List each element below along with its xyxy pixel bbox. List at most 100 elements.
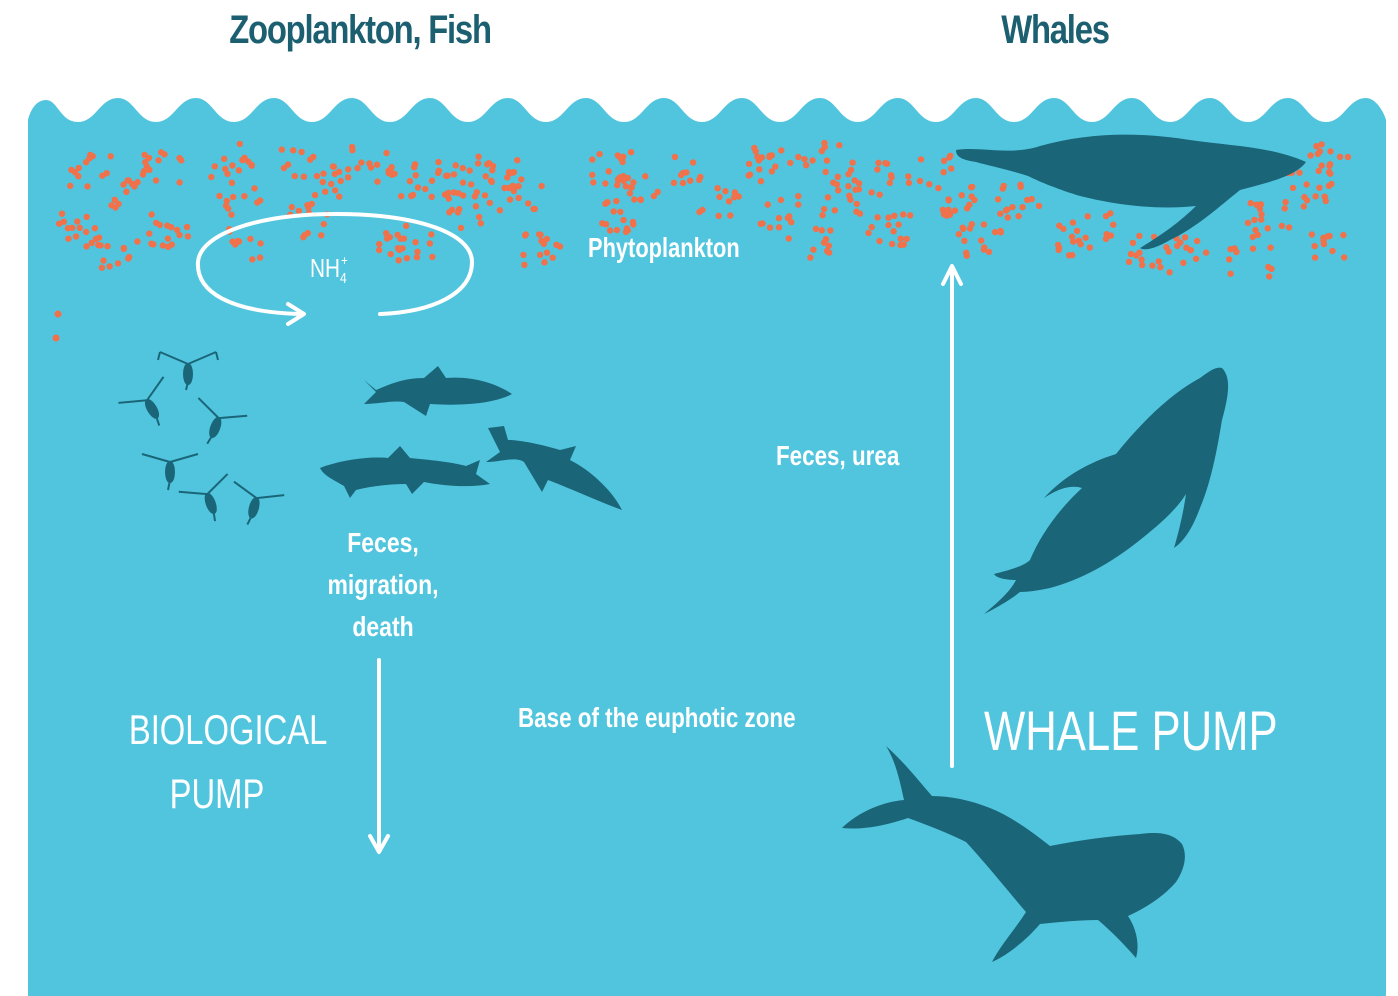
plankton-dot: [1329, 248, 1335, 254]
plankton-dot: [387, 234, 393, 240]
plankton-dot: [1126, 259, 1132, 265]
plankton-dot: [345, 166, 351, 172]
plankton-dot: [1193, 256, 1199, 262]
plankton-dot: [947, 153, 953, 159]
plankton-dot: [1327, 171, 1333, 177]
plankton-dot: [174, 227, 180, 233]
plankton-dot: [1290, 185, 1296, 191]
plankton-dot: [1110, 222, 1116, 228]
plankton-dot: [249, 256, 255, 262]
plankton-dot: [123, 189, 129, 195]
plankton-dot: [956, 231, 962, 237]
plankton-dot: [964, 205, 970, 211]
plankton-dot: [216, 193, 222, 199]
plankton-dot: [150, 241, 156, 247]
plankton-dot: [296, 208, 302, 214]
plankton-dot: [77, 225, 83, 231]
plankton-dot: [825, 194, 831, 200]
plankton-dot: [507, 196, 513, 202]
plankton-dot: [1313, 143, 1319, 149]
nh4-base: NH: [310, 253, 340, 283]
plankton-dot: [630, 179, 636, 185]
plankton-dot: [345, 174, 351, 180]
plankton-dot: [813, 226, 819, 232]
plankton-dot: [358, 159, 364, 165]
plankton-dot: [726, 198, 732, 204]
plankton-dot: [131, 183, 137, 189]
plankton-dot: [638, 197, 644, 203]
plankton-dot: [532, 206, 538, 212]
plankton-dot: [823, 169, 829, 175]
plankton-dot: [429, 194, 435, 200]
plankton-dot: [819, 227, 825, 233]
plankton-dot: [320, 170, 326, 176]
plankton-dot: [890, 228, 896, 234]
plankton-dot: [803, 162, 809, 168]
plankton-dot: [86, 155, 92, 161]
plankton-dot: [332, 171, 338, 177]
plankton-dot: [865, 230, 871, 236]
plankton-dot: [1312, 243, 1318, 249]
plankton-dot: [1128, 251, 1134, 257]
label-whale-pump: WHALE PUMP: [984, 698, 1278, 763]
plankton-dot: [642, 173, 648, 179]
plankton-dot: [429, 254, 435, 260]
plankton-dot: [887, 180, 893, 186]
plankton-dot: [100, 257, 106, 263]
plankton-dot: [1203, 249, 1209, 255]
plankton-dot: [926, 181, 932, 187]
plankton-dot: [759, 220, 765, 226]
plankton-dot: [822, 144, 828, 150]
plankton-dot: [366, 160, 372, 166]
label-feces-urea: Feces, urea: [776, 440, 899, 472]
plankton-dot: [945, 196, 951, 202]
plankton-dot: [620, 173, 626, 179]
plankton-dot: [876, 238, 882, 244]
plankton-dot: [338, 178, 344, 184]
plankton-dot: [1248, 200, 1254, 206]
plankton-dot: [1015, 213, 1021, 219]
plankton-dot: [969, 184, 975, 190]
plankton-dot: [671, 180, 677, 186]
plankton-dot: [1303, 181, 1309, 187]
plankton-dot: [1005, 214, 1011, 220]
plankton-dot: [960, 226, 966, 232]
plankton-dot: [155, 157, 161, 163]
plankton-dot: [801, 156, 807, 162]
plankton-dot: [69, 225, 75, 231]
label-line: Feces,: [315, 522, 451, 564]
plankton-dot: [374, 178, 380, 184]
plankton-dot: [74, 218, 80, 224]
plankton-dot: [237, 141, 243, 147]
plankton-dot: [484, 161, 490, 167]
plankton-dot: [1227, 271, 1233, 277]
plankton-dot: [747, 171, 753, 177]
plankton-dot: [445, 190, 451, 196]
plankton-dot: [53, 335, 60, 342]
plankton-dot: [330, 163, 336, 169]
plankton-dot: [613, 198, 619, 204]
plankton-dot: [874, 214, 880, 220]
plankton-dot: [536, 231, 542, 237]
plankton-dot: [497, 207, 503, 213]
plankton-dot: [1345, 154, 1351, 160]
plankton-dot: [235, 238, 241, 244]
plankton-dot: [758, 178, 764, 184]
plankton-dot: [354, 165, 360, 171]
plankton-dot: [1258, 201, 1264, 207]
plankton-dot: [413, 172, 419, 178]
plankton-dot: [281, 165, 287, 171]
plankton-dot: [1136, 233, 1142, 239]
label-nh4: NH4+: [310, 252, 348, 287]
plankton-dot: [176, 155, 182, 161]
plankton-dot: [716, 194, 722, 200]
plankton-dot: [852, 187, 858, 193]
plankton-dot: [83, 229, 89, 235]
plankton-dot: [1258, 216, 1264, 222]
plankton-dot: [510, 183, 516, 189]
plankton-dot: [895, 221, 901, 227]
plankton-dot: [1327, 148, 1333, 154]
plankton-dot: [627, 190, 633, 196]
plankton-dot: [1139, 262, 1145, 268]
